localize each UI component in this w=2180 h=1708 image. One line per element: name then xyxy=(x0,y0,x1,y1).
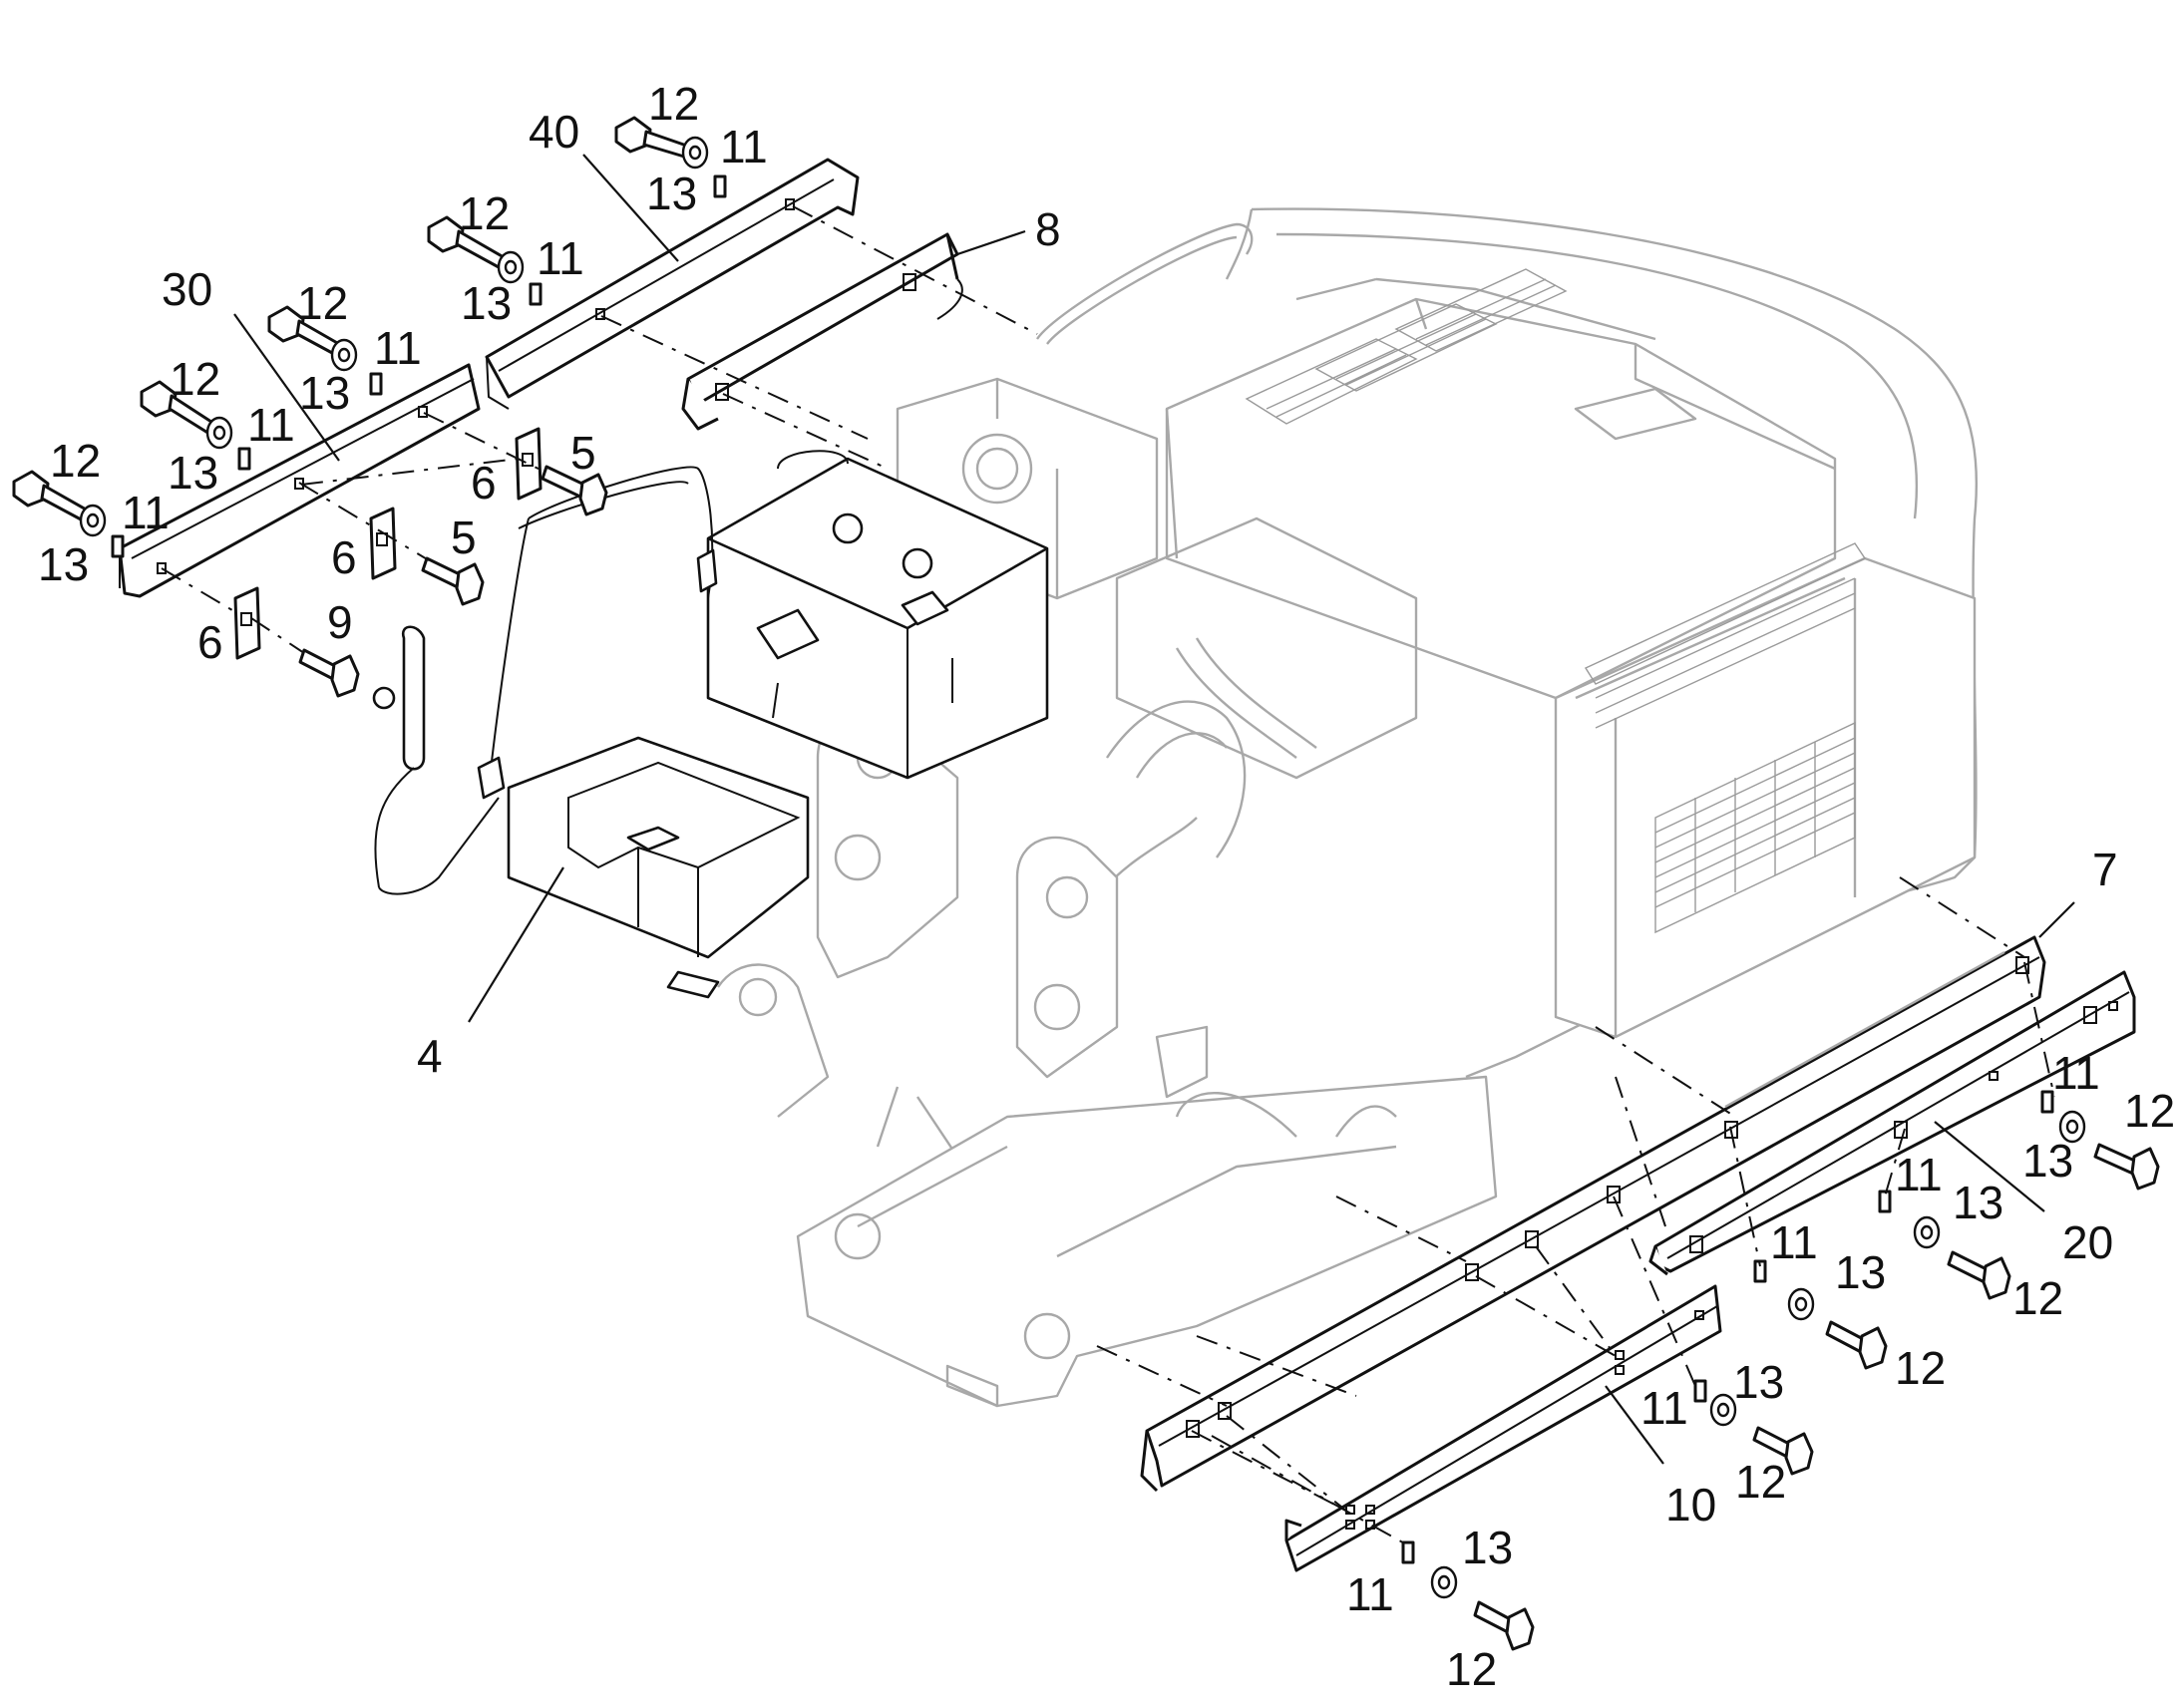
callout-11: 11 xyxy=(247,399,295,451)
shim-11-h xyxy=(1753,1259,1767,1283)
callout-13: 13 xyxy=(168,447,218,499)
washer-13-a xyxy=(681,136,709,170)
callout-11: 11 xyxy=(537,232,584,284)
callout-13: 13 xyxy=(38,538,89,590)
callout-12: 12 xyxy=(297,277,348,329)
bolt-9 xyxy=(298,648,360,698)
callout-9: 9 xyxy=(327,596,353,648)
washer-13-b xyxy=(497,250,525,284)
callout-12: 12 xyxy=(2012,1272,2063,1324)
bolt-5-a xyxy=(541,465,608,516)
callout-13: 13 xyxy=(646,168,697,219)
leader-lines xyxy=(233,154,2075,1465)
callout-6: 6 xyxy=(197,616,223,668)
bolt-12-e xyxy=(12,470,90,522)
callout-13: 13 xyxy=(1953,1177,2003,1228)
callout-13: 13 xyxy=(2022,1135,2073,1187)
shim-11-g xyxy=(1878,1190,1892,1213)
shim-11-i xyxy=(1693,1379,1707,1403)
rail-20 xyxy=(1648,970,2136,1276)
mirror-assembly xyxy=(372,625,500,895)
callout-12: 12 xyxy=(170,353,220,405)
callout-11: 11 xyxy=(374,322,422,374)
callout-13: 13 xyxy=(461,277,512,329)
rail-10 xyxy=(1284,1284,1722,1572)
callout-11: 11 xyxy=(1640,1382,1688,1434)
washer-13-e xyxy=(79,504,107,537)
fuel-tank xyxy=(706,450,1049,780)
washer-13-i xyxy=(1709,1393,1737,1427)
callout-5: 5 xyxy=(451,512,477,563)
washer-13-c xyxy=(330,338,358,372)
plate-6-c xyxy=(233,586,261,660)
bolt-12-i xyxy=(1752,1426,1814,1476)
plate-6-a xyxy=(515,427,543,501)
bolt-5-b xyxy=(421,556,485,606)
bracket-8 xyxy=(681,232,963,431)
washer-13-h xyxy=(1787,1287,1815,1321)
callout-5: 5 xyxy=(570,427,596,479)
callout-7: 7 xyxy=(2092,844,2118,895)
bolt-12-h xyxy=(1825,1320,1888,1370)
callout-6: 6 xyxy=(471,457,497,509)
callout-30: 30 xyxy=(162,263,212,315)
callout-11: 11 xyxy=(1895,1149,1943,1200)
callout-6: 6 xyxy=(331,531,357,583)
rail-7 xyxy=(1140,935,2046,1493)
bolt-12-g xyxy=(1947,1250,2011,1300)
callout-12: 12 xyxy=(2124,1085,2175,1137)
callout-40: 40 xyxy=(529,106,579,158)
callout-labels: 12 11 13 40 8 12 11 13 30 12 11 13 12 11… xyxy=(38,78,2175,1695)
assembly-centerlines xyxy=(161,205,2055,1546)
bracket-30 xyxy=(118,363,481,598)
callout-13: 13 xyxy=(1733,1356,1784,1408)
shim-11-e xyxy=(111,534,125,558)
bolt-12-j xyxy=(1473,1600,1535,1651)
washer-13-d xyxy=(205,416,233,450)
callout-11: 11 xyxy=(1770,1216,1818,1268)
plate-6-b xyxy=(369,507,397,580)
washer-13-j xyxy=(1430,1565,1458,1599)
washer-13-f xyxy=(2058,1110,2086,1144)
bracket-40 xyxy=(485,158,860,410)
callout-10: 10 xyxy=(1665,1479,1716,1531)
callout-12: 12 xyxy=(1446,1643,1497,1695)
callout-8: 8 xyxy=(1035,203,1061,255)
shim-11-d xyxy=(237,447,251,471)
callout-4: 4 xyxy=(417,1030,443,1082)
callout-12: 12 xyxy=(1895,1342,1946,1394)
callout-11: 11 xyxy=(2052,1047,2100,1099)
excavator-upper-structure xyxy=(717,207,1979,1408)
callout-13: 13 xyxy=(299,367,350,419)
battery-box-cover xyxy=(507,736,810,999)
shim-11-c xyxy=(369,372,383,396)
door-frame xyxy=(477,466,718,800)
shim-11-a xyxy=(713,174,727,198)
shim-11-f xyxy=(2040,1090,2054,1114)
callout-12: 12 xyxy=(50,435,101,487)
callout-11: 11 xyxy=(122,487,170,538)
bolt-12-f xyxy=(2093,1143,2160,1191)
shim-11-j xyxy=(1401,1540,1415,1564)
washer-13-g xyxy=(1913,1215,1941,1249)
hood-vents xyxy=(1245,268,1568,425)
callout-12: 12 xyxy=(459,187,510,239)
callout-13: 13 xyxy=(1462,1522,1513,1573)
callout-11: 11 xyxy=(720,121,768,172)
callout-12: 12 xyxy=(648,78,699,130)
callout-13: 13 xyxy=(1835,1246,1886,1298)
side-vents xyxy=(1584,542,1867,934)
callout-12: 12 xyxy=(1735,1456,1786,1508)
callout-20: 20 xyxy=(2062,1216,2113,1268)
callout-11: 11 xyxy=(1346,1568,1394,1620)
shim-11-b xyxy=(529,282,543,306)
